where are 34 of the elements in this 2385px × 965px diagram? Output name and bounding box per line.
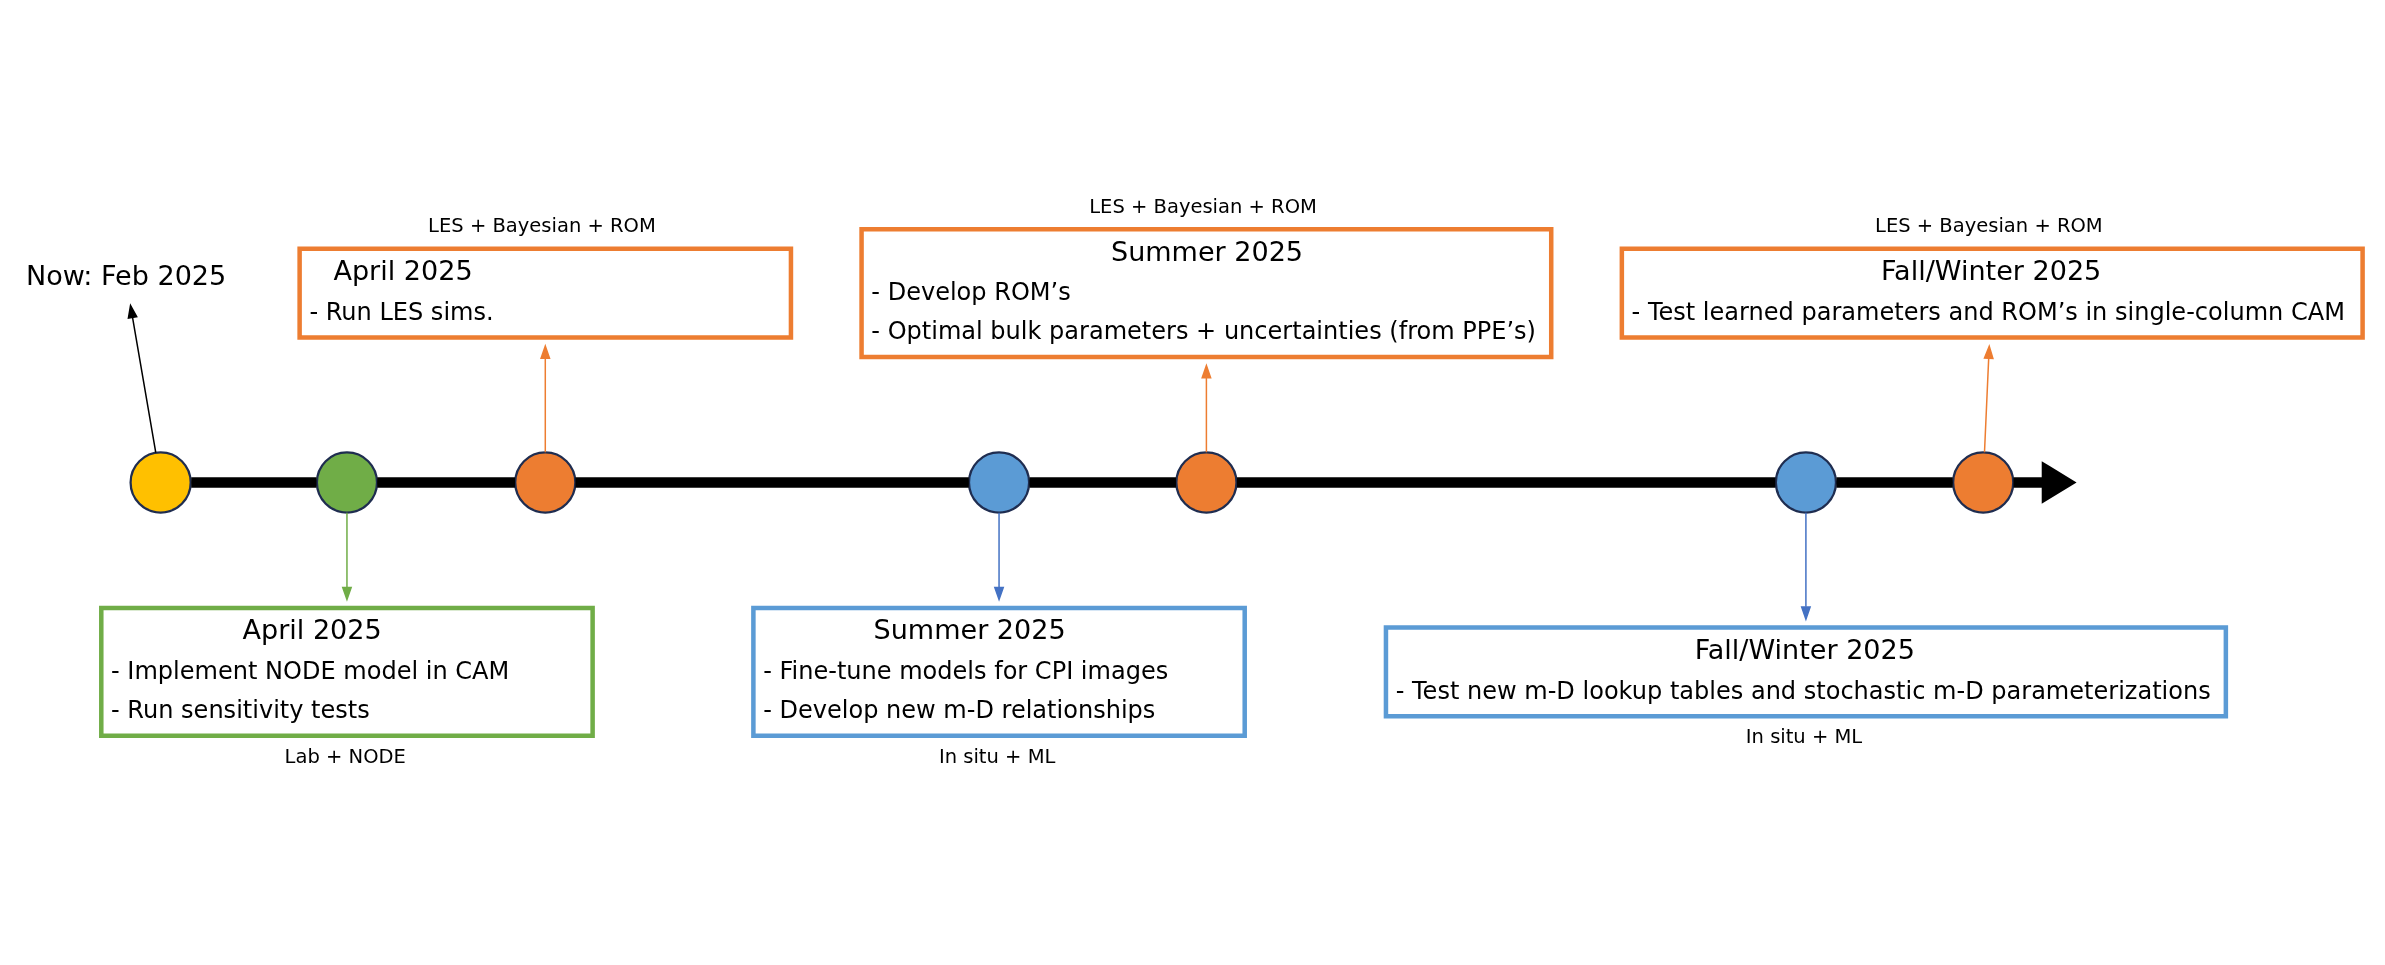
arrow (540, 343, 551, 453)
node-box: Summer 2025 - Develop ROM’s - Optimal bulk parameters + uncertainties (from PPE’s) (859, 227, 1554, 360)
connector (575, 477, 969, 488)
connector (1236, 477, 1776, 488)
node-circle (1774, 451, 1838, 514)
node-circle (967, 451, 1031, 514)
node-box: Summer 2025 - Fine-tune models for CPI images - Develop new m-D relationships (751, 605, 1247, 738)
arrow (127, 303, 157, 454)
arrow (2013, 461, 2077, 504)
node-label: In situ + ML (1745, 725, 1863, 749)
arrow (993, 512, 1005, 602)
connector (1836, 477, 1953, 488)
node-circle (129, 451, 192, 514)
node-label: LES + Bayesian + ROM (428, 214, 656, 238)
connector (1029, 477, 1176, 488)
node-label: LES + Bayesian + ROM (1875, 214, 2103, 238)
node-box: Fall/Winter 2025 - Test learned parameters and ROM’s in single-column CAM (1619, 246, 2365, 340)
node-box: April 2025 - Run LES sims. (297, 246, 794, 340)
node-circle (1952, 451, 2015, 514)
arrow (1800, 512, 1812, 622)
connector (191, 477, 317, 488)
node-text: Now: Feb 2025 (25, 259, 227, 291)
arrow (1983, 343, 1994, 453)
node-label: LES + Bayesian + ROM (1089, 194, 1317, 218)
node-circle (315, 451, 379, 514)
node-label: Lab + NODE (284, 744, 406, 768)
connector (377, 477, 516, 488)
arrow (1201, 363, 1212, 453)
node-circle (514, 451, 577, 514)
node-box: Fall/Winter 2025 - Test new m-D lookup tables and stochastic m-D parameterizations (1383, 625, 2229, 719)
node-label: In situ + ML (938, 744, 1056, 768)
node-box: April 2025 - Implement NODE model in CAM - Run sensitivity tests (99, 605, 595, 738)
node-circle (1175, 451, 1238, 514)
arrow (341, 512, 353, 602)
